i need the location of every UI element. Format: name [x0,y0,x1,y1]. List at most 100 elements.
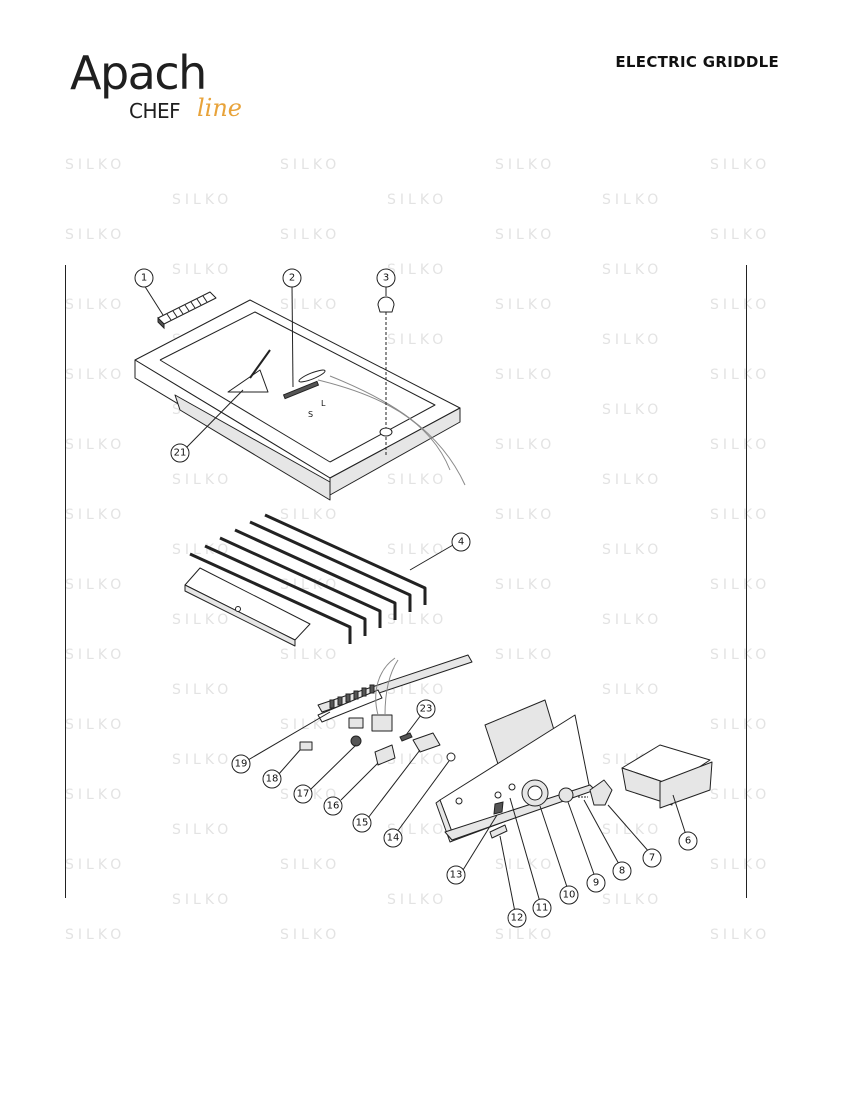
probe-label-s: S [308,410,313,419]
fuse-holder [299,741,313,751]
document-title: ELECTRIC GRIDDLE [615,53,779,71]
frame-right-line [746,265,747,898]
watermark-text: SILKO [280,297,341,313]
watermark-text: SILKO [710,227,771,243]
svg-text:2: 2 [289,273,295,284]
watermark-text: SILKO [387,472,448,488]
brand-script: line [197,94,243,122]
watermark-text: SILKO [387,262,448,278]
watermark-text: SILKO [602,402,663,418]
watermark-text: SILKO [710,787,771,803]
watermark-text: SILKO [710,437,771,453]
watermark-text: SILKO [65,647,126,663]
callout-14: 14 [383,828,403,848]
watermark-text: SILKO [602,542,663,558]
watermark-text: SILKO [65,157,126,173]
switch-small [348,717,364,747]
svg-text:19: 19 [235,759,248,770]
svg-text:12: 12 [511,913,524,924]
watermark-text: SILKO [65,367,126,383]
watermark-text: SILKO [172,542,233,558]
control-knob [589,779,613,806]
watermark-text: SILKO [387,332,448,348]
heating-elements [189,513,427,644]
svg-text:11: 11 [536,903,549,914]
callout-18: 18 [262,769,282,789]
thermostat [371,657,399,732]
watermark-text: SILKO [172,612,233,628]
terminal-block [317,684,383,723]
svg-text:1: 1 [141,273,147,284]
watermark-text: SILKO [602,892,663,908]
watermark-text: SILKO [495,577,556,593]
svg-text:21: 21 [174,448,187,459]
watermark-text: SILKO [495,857,556,873]
callout-8: 8 [612,861,632,881]
watermark-text: SILKO [280,857,341,873]
watermark-text: SILKO [710,297,771,313]
svg-text:16: 16 [327,801,340,812]
watermark-text: SILKO [172,262,233,278]
watermark-text: SILKO [710,507,771,523]
watermark-text: SILKO [65,297,126,313]
watermark-text: SILKO [280,927,341,943]
watermark-text: SILKO [280,647,341,663]
watermark-text: SILKO [172,472,233,488]
watermark-text: SILKO [495,927,556,943]
watermark-text: SILKO [495,227,556,243]
svg-text:7: 7 [649,853,655,864]
brand-sub: CHEF [129,99,181,123]
watermark-text: SILKO [710,367,771,383]
watermark-text: SILKO [495,437,556,453]
svg-text:4: 4 [458,537,464,548]
knob-base [558,787,574,803]
watermark-text: SILKO [602,682,663,698]
probe-label-l: L [321,399,326,408]
crumb-bar [157,291,217,330]
watermark-text: SILKO [172,752,233,768]
callout-2: 2 [282,268,302,288]
watermark-text: SILKO [65,507,126,523]
watermark-text: SILKO [495,367,556,383]
watermark-text: SILKO [65,577,126,593]
watermark-text: SILKO [65,717,126,733]
watermark-text: SILKO [495,507,556,523]
svg-text:10: 10 [563,890,576,901]
watermark-text: SILKO [602,472,663,488]
control-panel [435,699,596,843]
grease-tray [621,744,713,809]
callout-12: 12 [507,908,527,928]
watermark-text: SILKO [710,927,771,943]
callout-7: 7 [642,848,662,868]
watermark-text: SILKO [387,542,448,558]
watermark-text: SILKO [387,752,448,768]
thermostat-probes: L S [282,369,466,486]
element-bracket [184,567,311,647]
callout-10: 10 [559,885,579,905]
svg-text:8: 8 [619,866,625,877]
washer [446,752,456,762]
indicator-light [489,824,508,839]
watermark-text: SILKO [710,717,771,733]
svg-text:6: 6 [685,836,691,847]
watermark-text: SILKO [602,192,663,208]
watermark-text: SILKO [602,332,663,348]
callout-11: 11 [532,898,552,918]
brand-name: Apach [70,46,207,100]
callout-3: 3 [376,268,396,288]
callout-19: 19 [231,754,251,774]
watermark-text: SILKO [65,857,126,873]
watermark-text: SILKO [710,577,771,593]
svg-text:15: 15 [356,818,369,829]
callout-15: 15 [352,813,372,833]
watermark-text: SILKO [172,682,233,698]
watermark-text: SILKO [602,262,663,278]
watermark-text: SILKO [710,857,771,873]
svg-text:23: 23 [420,704,433,715]
watermark-text: SILKO [602,612,663,628]
callout-9: 9 [586,873,606,893]
watermark-text: SILKO [495,297,556,313]
watermark-text: SILKO [710,157,771,173]
svg-text:13: 13 [450,870,463,881]
